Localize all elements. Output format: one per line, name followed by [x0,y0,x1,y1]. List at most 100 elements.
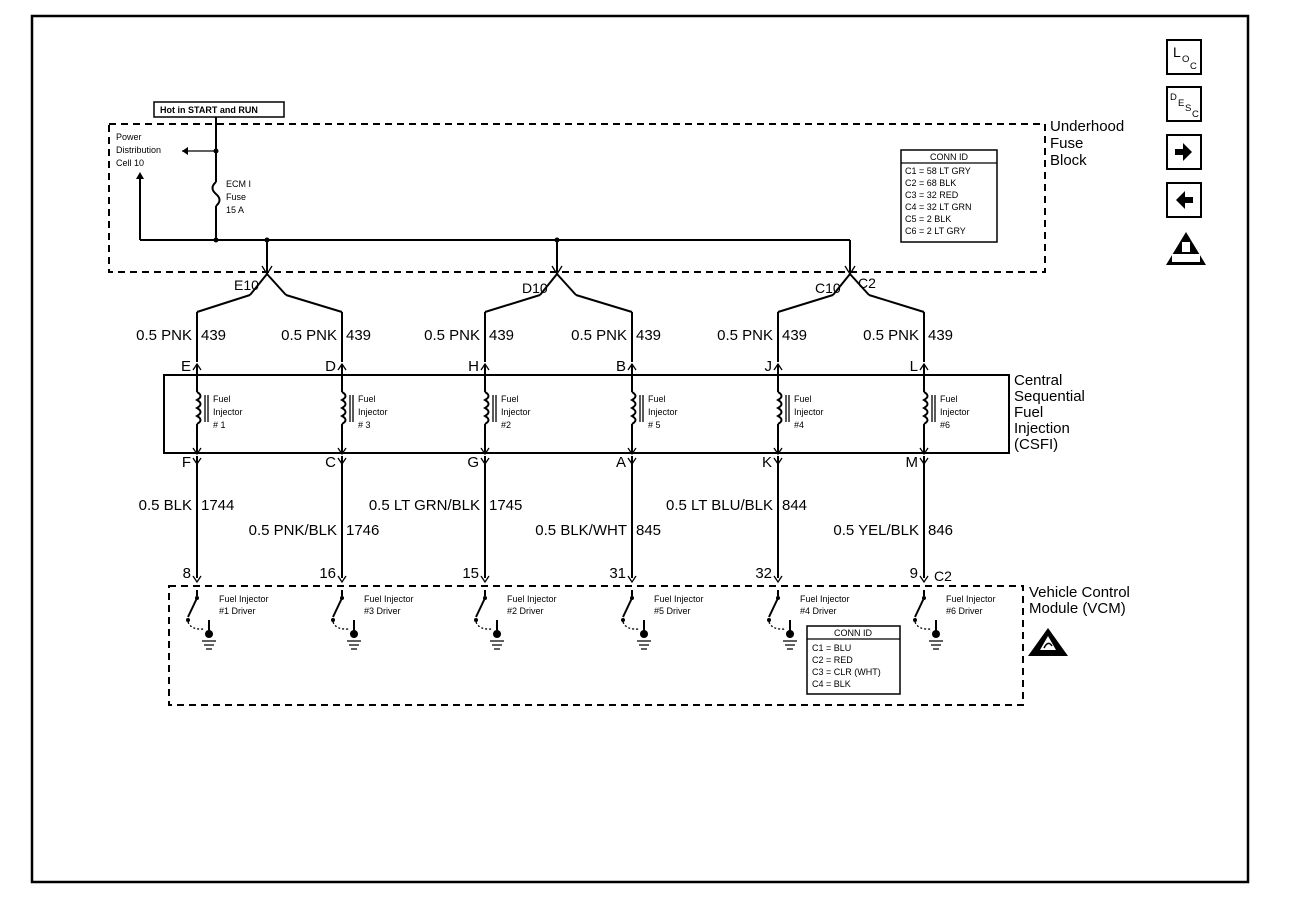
description-button-letter-3: S [1185,103,1191,114]
switch-contact [186,618,190,622]
vcm-conn-title: CONN ID [834,628,873,638]
connector-e10: E10 [196,265,343,362]
bottom-pin-label: M [906,454,919,471]
driver-label-line-1: Fuel Injector [219,594,269,604]
bottom-wire-color-label: 0.5 LT GRN/BLK [369,497,480,514]
csfi-name-line-2: Sequential [1014,388,1085,405]
top-circuit-number-label: 439 [782,327,807,344]
driver-label-line-1: Fuel Injector [800,594,850,604]
top-pin-label: J [765,358,773,375]
injector-label-line-3: #6 [940,420,950,430]
top-pin-label: B [616,358,626,375]
top-wire-color-label: 0.5 PNK [717,327,773,344]
connector-e10-label: E10 [234,277,259,293]
injector-label-line-2: Injector [940,407,970,417]
injector-label-line-3: #4 [794,420,804,430]
fuse-block-name: Underhood Fuse Block [1050,118,1124,169]
connector-c2-label: C2 [858,275,876,291]
description-button[interactable]: D E S C [1166,86,1202,122]
vcm-connector-label: C2 [934,568,952,584]
injector-label-line-1: Fuel [358,394,376,404]
fuse-block-conn-row-4: C4 = 32 LT GRN [905,202,971,212]
forward-button[interactable] [1166,134,1202,170]
vcm-conn-row-1: C1 = BLU [812,643,851,653]
injector-label-line-3: # 5 [648,420,661,430]
top-circuit-number-label: 439 [346,327,371,344]
power-distribution-line-3: Cell 10 [116,158,144,168]
driver-label-line-2: #3 Driver [364,606,401,616]
description-button-letter-4: C [1192,109,1199,120]
vcm-outline [168,585,1024,706]
injector-coil-icon [629,391,637,425]
top-circuit-number-label: 439 [928,327,953,344]
switch-control-link [475,621,493,630]
csfi-name-line-1: Central [1014,372,1062,389]
bottom-pin-label: C [325,454,336,471]
vcm-name-line-2: Module (VCM) [1029,600,1126,617]
esd-info-button[interactable] [1166,232,1206,265]
page-frame [30,14,1250,884]
splice-arrow-icon [136,172,144,179]
top-pin-label: D [325,358,336,375]
bottom-wire-color-label: 0.5 YEL/BLK [833,522,919,539]
csfi-name-line-3: Fuel [1014,404,1043,421]
fuse-label-line-2: Fuse [226,192,246,202]
back-button[interactable] [1166,182,1202,218]
fuse-label-line-3: 15 A [226,205,244,215]
injector-label-line-3: # 1 [213,420,226,430]
arrow-right-icon [1175,143,1192,161]
pin-arrow-icon [919,447,929,456]
injector-label-line-2: Injector [213,407,243,417]
pin-arrow-icon [627,575,637,584]
arrow-left-icon [1176,191,1193,209]
driver-label-line-1: Fuel Injector [946,594,996,604]
bottom-wire-color-label: 0.5 LT BLU/BLK [666,497,773,514]
pin-arrow-icon [337,575,347,584]
vcm-conn-row-4: C4 = BLK [812,679,851,689]
bottom-wire-color-label: 0.5 PNK/BLK [249,522,337,539]
vcm-pin-label: 9 [910,565,918,582]
fuse-block-conn-row-1: C1 = 58 LT GRY [905,166,971,176]
driver-switch-icon [622,597,633,618]
top-wire-color-label: 0.5 PNK [136,327,192,344]
hot-label-box [153,101,285,118]
switch-contact [767,618,771,622]
ground-node [786,630,794,638]
fuse-label-line-1: ECM I [226,179,251,189]
description-button-letter-2: E [1178,98,1184,109]
pin-arrow-icon [773,447,783,456]
injector-label-line-2: Injector [794,407,824,417]
location-button[interactable]: L O C [1166,39,1202,75]
injector-label-line-1: Fuel [213,394,231,404]
power-distribution-line-1: Power [116,132,142,142]
fuse-icon [211,181,221,207]
fuse-block-name-line-1: Underhood [1050,118,1124,135]
bottom-pin-label: K [762,454,772,471]
injector-label-line-2: Injector [501,407,531,417]
vcm-pin-label: 15 [462,565,479,582]
driver-label-line-1: Fuel Injector [507,594,557,604]
driver-switch-icon [768,597,779,618]
vcm-name-line-1: Vehicle Control [1029,584,1130,601]
ground-icon [929,640,943,650]
switch-control-link [914,621,932,630]
vcm-conn-id-table: CONN ID C1 = BLU C2 = RED C3 = CLR (WHT)… [806,625,901,695]
ground-node [493,630,501,638]
injector-coil-icon [482,391,490,425]
pin-arrow-icon [192,575,202,584]
connector-c10-c2: C10 C2 [777,265,925,362]
vcm-conn-row-3: C3 = CLR (WHT) [812,667,881,677]
injector-label-line-1: Fuel [940,394,958,404]
fuse-block-conn-row-3: C3 = 32 RED [905,190,959,200]
bottom-circuit-number-label: 1744 [201,497,234,514]
location-button-letter-2: O [1182,54,1189,65]
connector-c10-label: C10 [815,280,841,296]
injector-label-line-2: Injector [358,407,388,417]
ground-icon [490,640,504,650]
pin-arrow-icon [773,575,783,584]
fuse-block-conn-row-6: C6 = 2 LT GRY [905,226,966,236]
driver-switch-icon [914,597,925,618]
